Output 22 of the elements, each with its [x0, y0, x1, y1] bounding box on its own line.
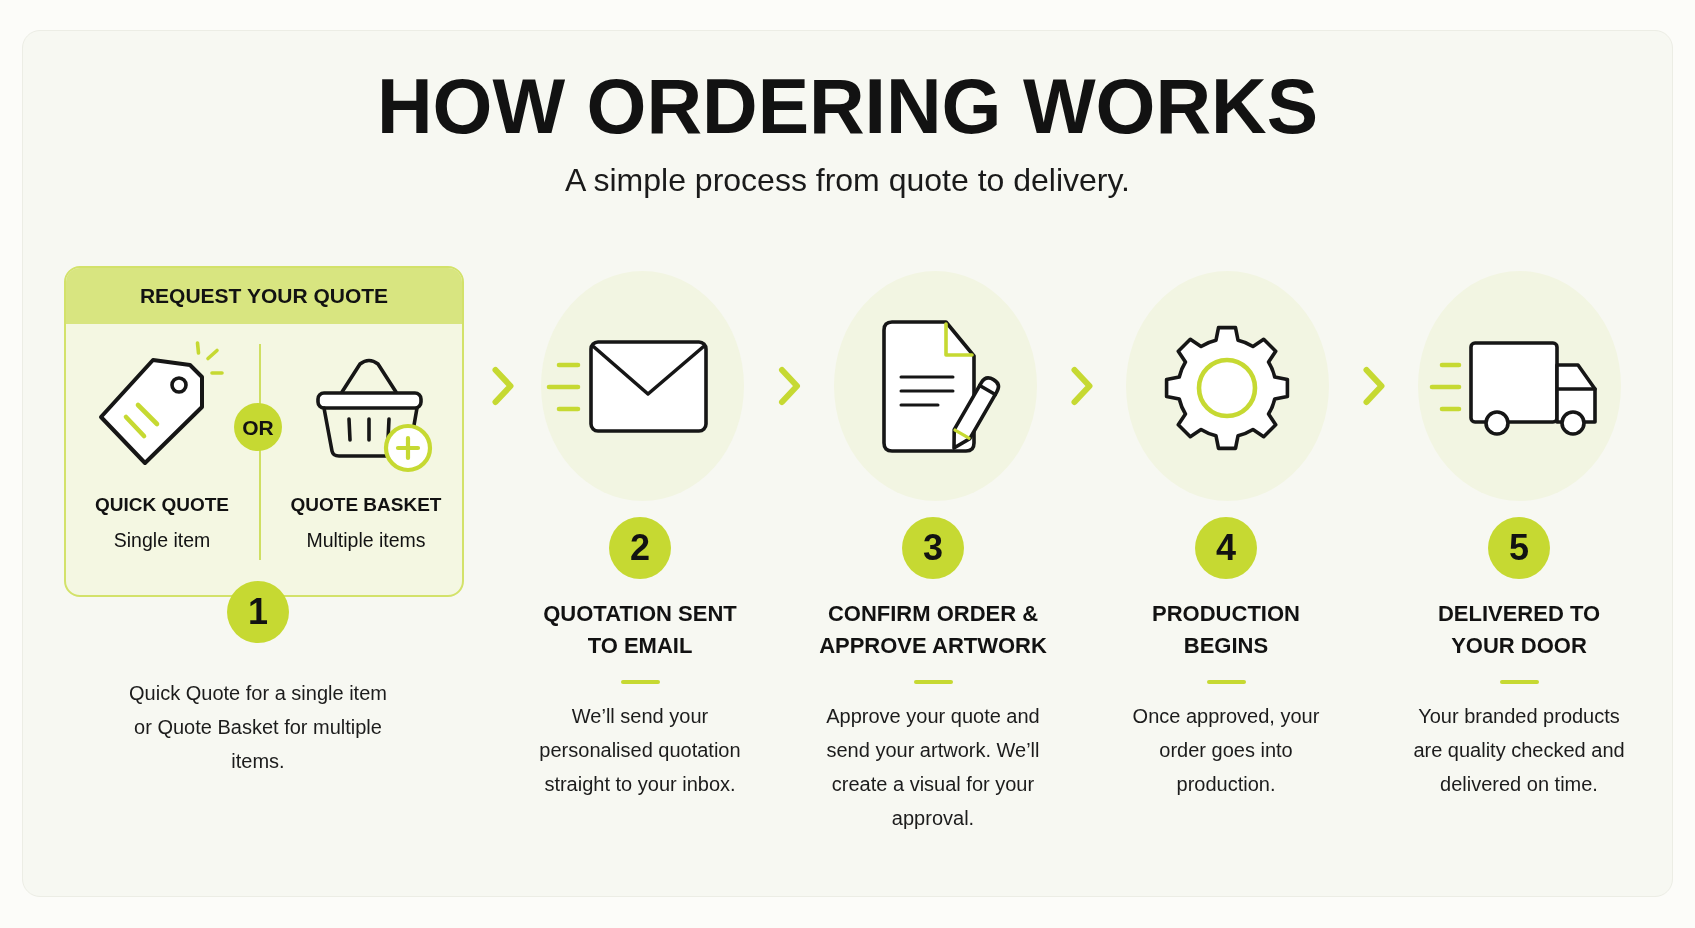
quote-request-card — [64, 266, 464, 597]
diagram-title: HOW ORDERING WORKS — [376, 62, 1319, 150]
chevron-arrow — [779, 367, 800, 405]
step-description: Once approved, your order goes into production. — [1131, 704, 1321, 797]
chevron-arrow — [1071, 367, 1093, 405]
subtitle: A simple process from quote to delivery. — [565, 161, 1130, 200]
card-heading: REQUEST YOUR QUOTE — [66, 268, 462, 324]
step-description: Quick Quote for a single item or Quote Basket for multiple items. — [128, 681, 388, 774]
option-subtitle: Single item — [113, 528, 211, 552]
or-badge: OR — [234, 403, 282, 451]
step-title: CONFIRM ORDER & APPROVE ARTWORK — [818, 600, 1048, 660]
chevron-arrow — [1363, 367, 1385, 405]
step-description: Your branded products are quality checked and delivered on time. — [1412, 704, 1626, 797]
option-subtitle: Multiple items — [306, 528, 426, 552]
chevron-arrow — [492, 367, 514, 405]
option-title: QUOTE BASKET — [290, 493, 442, 517]
step-title: DELIVERED TO YOUR DOOR — [1436, 600, 1602, 660]
step-description: Approve your quote and send your artwork. We’ll create a visual for your approval. — [825, 704, 1041, 831]
step-description: We’ll send your personalised quotation straight to your inbox. — [538, 704, 742, 797]
step-title: PRODUCTION BEGINS — [1151, 600, 1301, 660]
option-title: QUICK QUOTE — [94, 493, 230, 517]
step-title: QUOTATION SENT TO EMAIL — [542, 600, 738, 660]
